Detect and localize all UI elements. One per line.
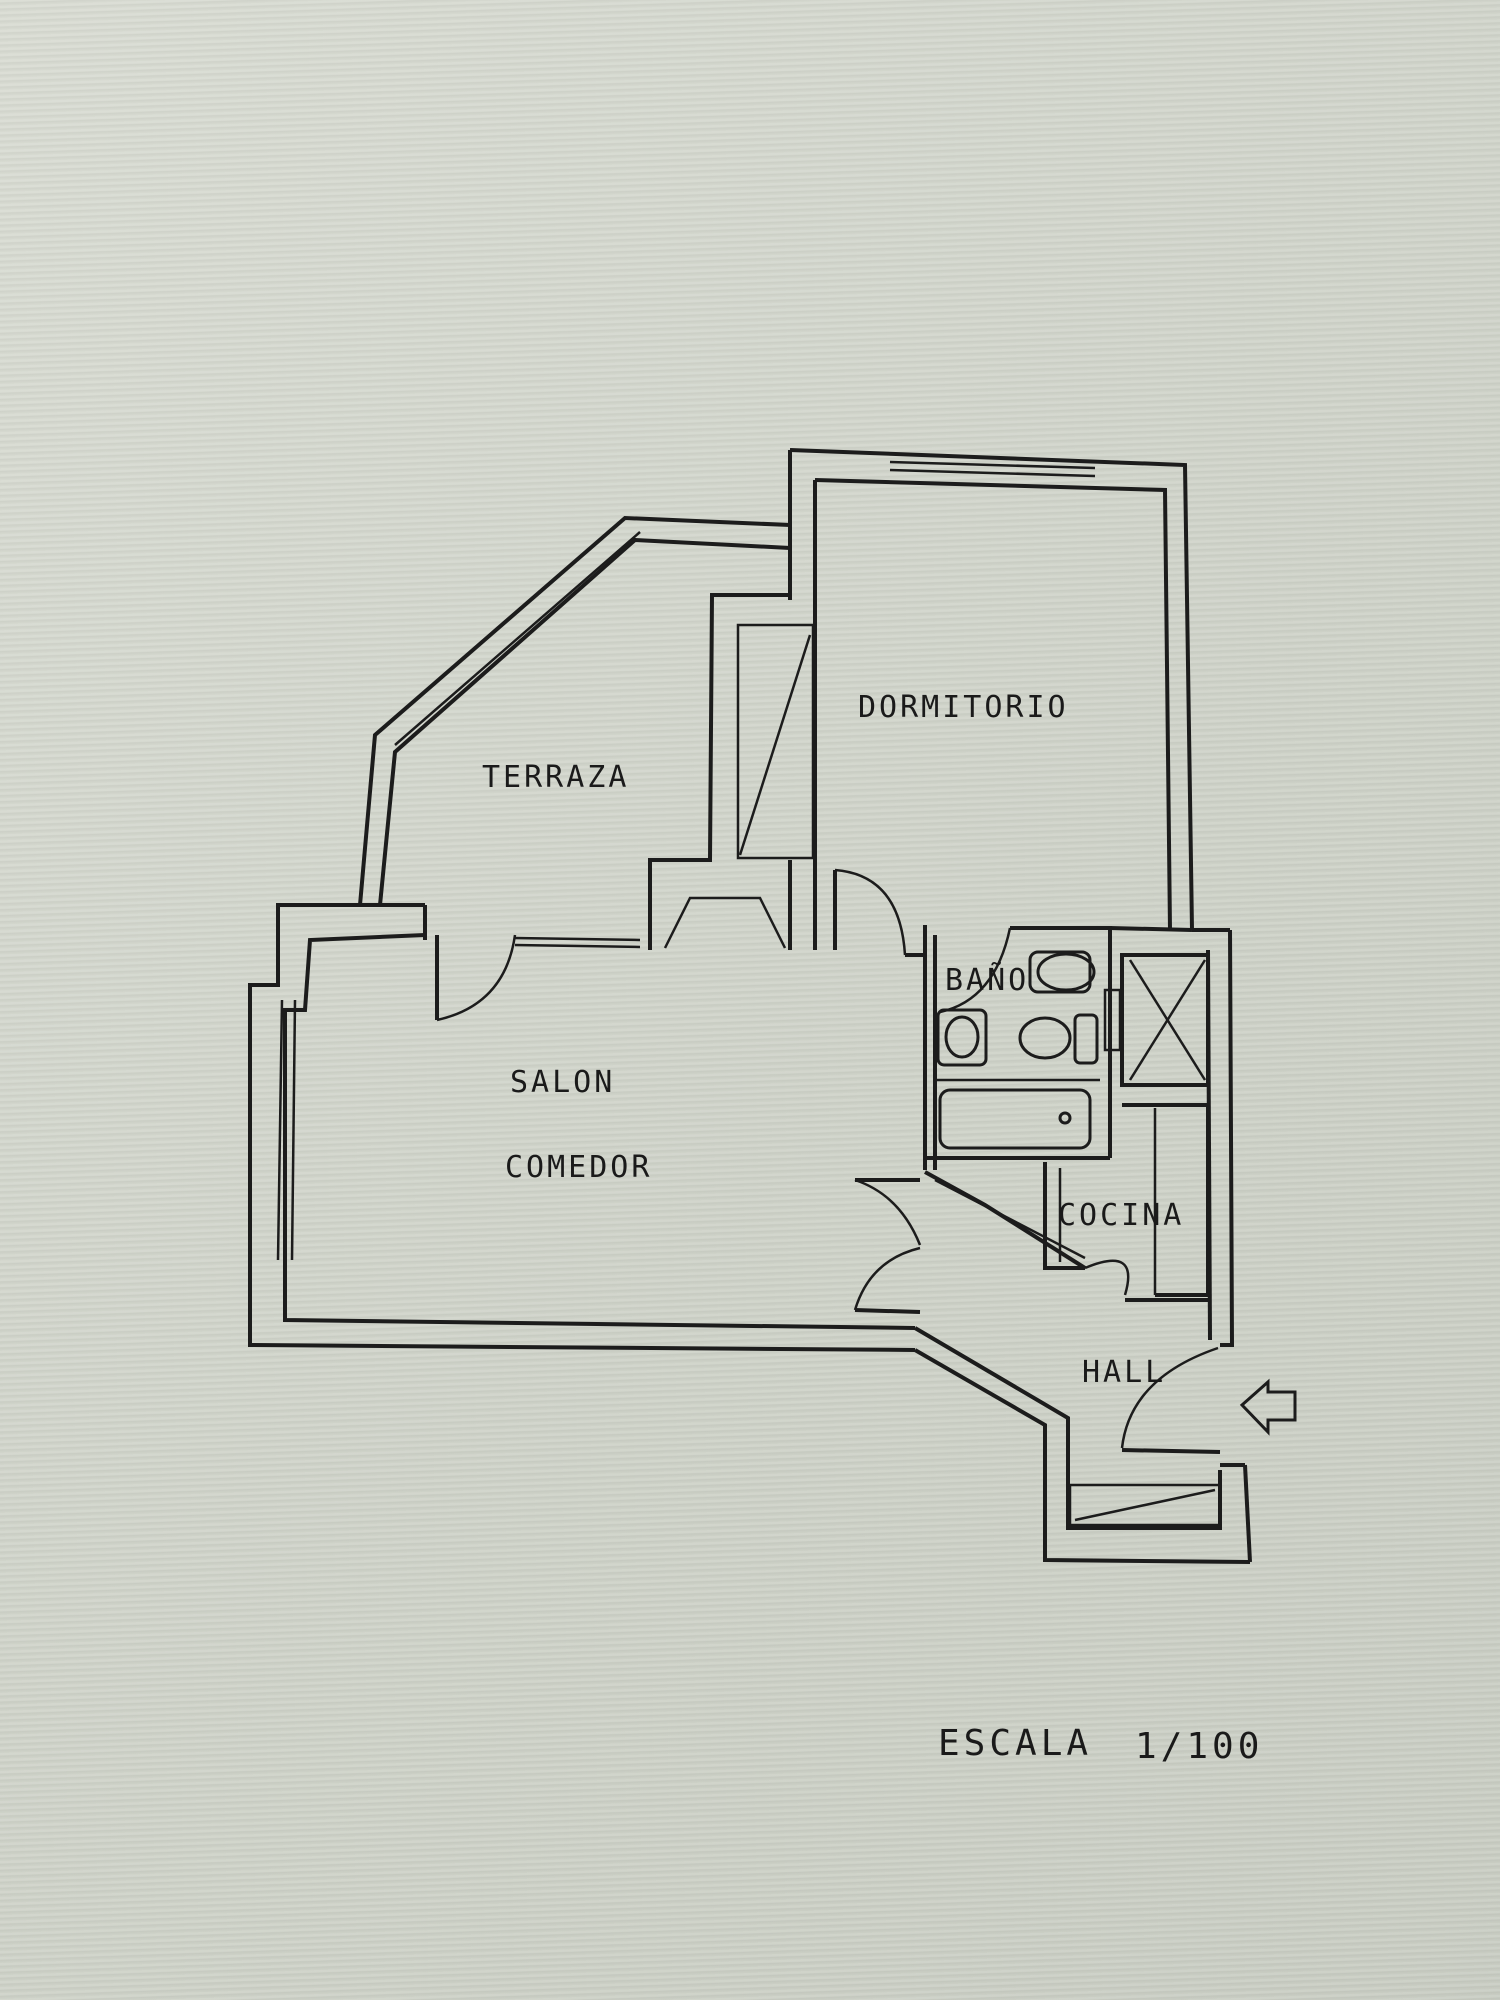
kitchen-counter-right <box>1122 1103 1210 1297</box>
wall-salon-inner <box>283 933 916 1330</box>
wall-hall-left-outer <box>914 1348 1251 1564</box>
wall-bano-top-right <box>1109 926 1193 932</box>
wall-terraza-inner <box>378 537 791 906</box>
label-bano: BAÑO <box>945 962 1029 998</box>
wall-dormitorio-inner <box>814 478 1172 931</box>
window-dormitorio <box>889 468 1096 478</box>
hall-closet-diagonal <box>1074 1488 1216 1522</box>
door-entrance-swing <box>1120 1346 1219 1449</box>
label-cocina: COCINA <box>1058 1198 1184 1233</box>
fireplace <box>663 896 787 949</box>
wall-salon-outer <box>248 903 916 1352</box>
bidet-icon <box>1036 952 1096 992</box>
door-salon-swing-top <box>854 1178 922 1246</box>
label-comedor: COMEDOR <box>505 1150 652 1185</box>
door-cocina-swing <box>1084 1259 1130 1296</box>
label-dormitorio: DORMITORIO <box>858 690 1069 725</box>
window-salon-line <box>290 999 297 1261</box>
toilet-tank <box>1073 1013 1099 1065</box>
door-dormitorio-swing <box>834 868 907 956</box>
window-dormitorio-line <box>889 460 1096 470</box>
door-entrance-leaf <box>1121 1448 1221 1454</box>
outer-walls <box>248 448 1252 1564</box>
terraza-rail <box>394 531 641 746</box>
ventilation-shaft <box>1120 953 1210 1087</box>
label-hall: HALL <box>1082 1355 1166 1390</box>
toilet-icon <box>1018 1016 1072 1060</box>
bidet-base <box>1028 950 1092 994</box>
wall-diagonal-inner <box>934 1178 1086 1260</box>
window-terraza-salon <box>514 943 641 949</box>
closet-diagonal <box>738 634 812 856</box>
scale-label: ESCALA <box>938 1723 1092 1764</box>
wall-chimney <box>648 593 790 950</box>
wall-dormitorio-outer <box>789 448 1194 931</box>
washbasin-icon <box>936 1008 988 1067</box>
door-salon-frame-bottom <box>854 1308 921 1314</box>
washbasin-bowl <box>944 1015 980 1059</box>
entrance-arrow-icon <box>1239 1378 1297 1436</box>
bathtub-icon <box>938 1088 1092 1150</box>
shaft-diagonal-2 <box>1128 959 1207 1081</box>
window-salon <box>276 999 284 1261</box>
kitchen-counter-left <box>1043 1162 1085 1270</box>
closet-dormitorio <box>736 623 815 860</box>
window-terraza-salon-line <box>514 936 641 942</box>
wall-hall-right <box>1243 1464 1252 1563</box>
label-salon: SALON <box>510 1065 615 1100</box>
scale-value: 1/100 <box>1135 1726 1263 1767</box>
label-terraza: TERRAZA <box>482 760 629 795</box>
door-terraza-swing <box>436 934 517 1022</box>
bathtub-drain <box>1058 1111 1072 1125</box>
shaft-vent <box>1103 988 1122 1052</box>
hall-closet <box>1068 1483 1222 1527</box>
door-salon-swing-bottom <box>853 1246 921 1311</box>
wall-terraza-outer <box>358 515 791 906</box>
wall-right-outer <box>1220 929 1235 1347</box>
